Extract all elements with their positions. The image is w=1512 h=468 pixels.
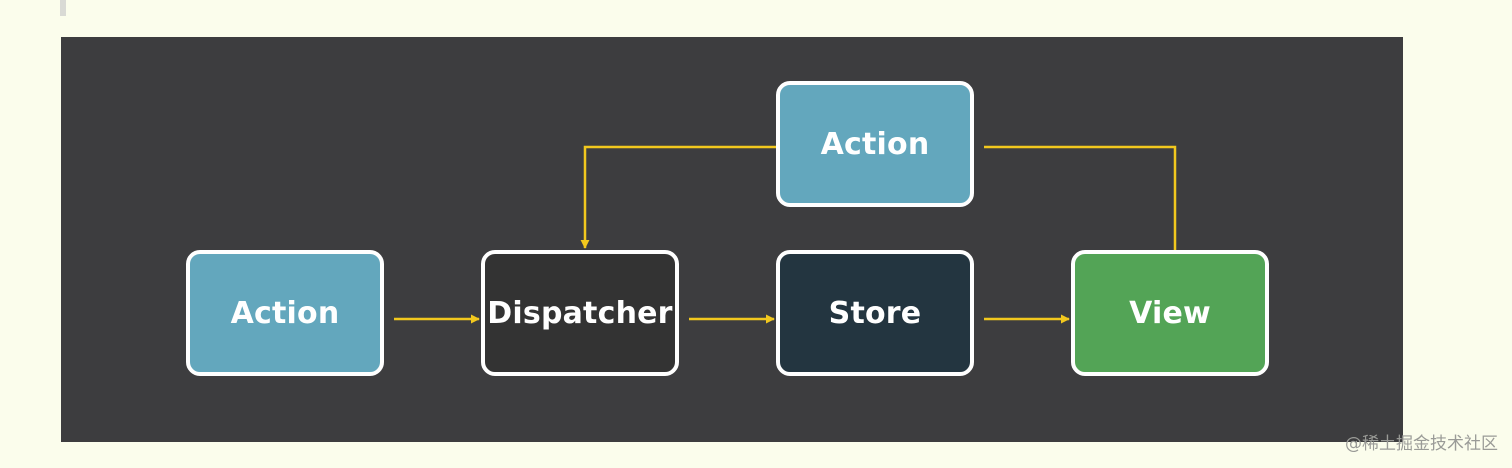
watermark: @稀土掘金技术社区: [1345, 434, 1498, 454]
quote-bar: [60, 0, 66, 16]
diagram-edges: [394, 145, 1177, 324]
view-node-label: View: [1129, 295, 1211, 331]
action-node-top-label: Action: [820, 126, 930, 162]
edge-view-to-action: [984, 145, 1177, 250]
action-node-left: Action: [186, 250, 384, 376]
edge-action-to-dispatcher-feedback: [580, 145, 778, 249]
action-node-left-label: Action: [230, 295, 340, 331]
dispatcher-node: Dispatcher: [481, 250, 679, 376]
flux-diagram: Action Dispatcher Store View Action: [61, 37, 1403, 442]
action-node-top: Action: [776, 81, 974, 207]
view-node: View: [1071, 250, 1269, 376]
store-node: Store: [776, 250, 974, 376]
dispatcher-node-label: Dispatcher: [487, 295, 673, 331]
store-node-label: Store: [828, 295, 922, 331]
